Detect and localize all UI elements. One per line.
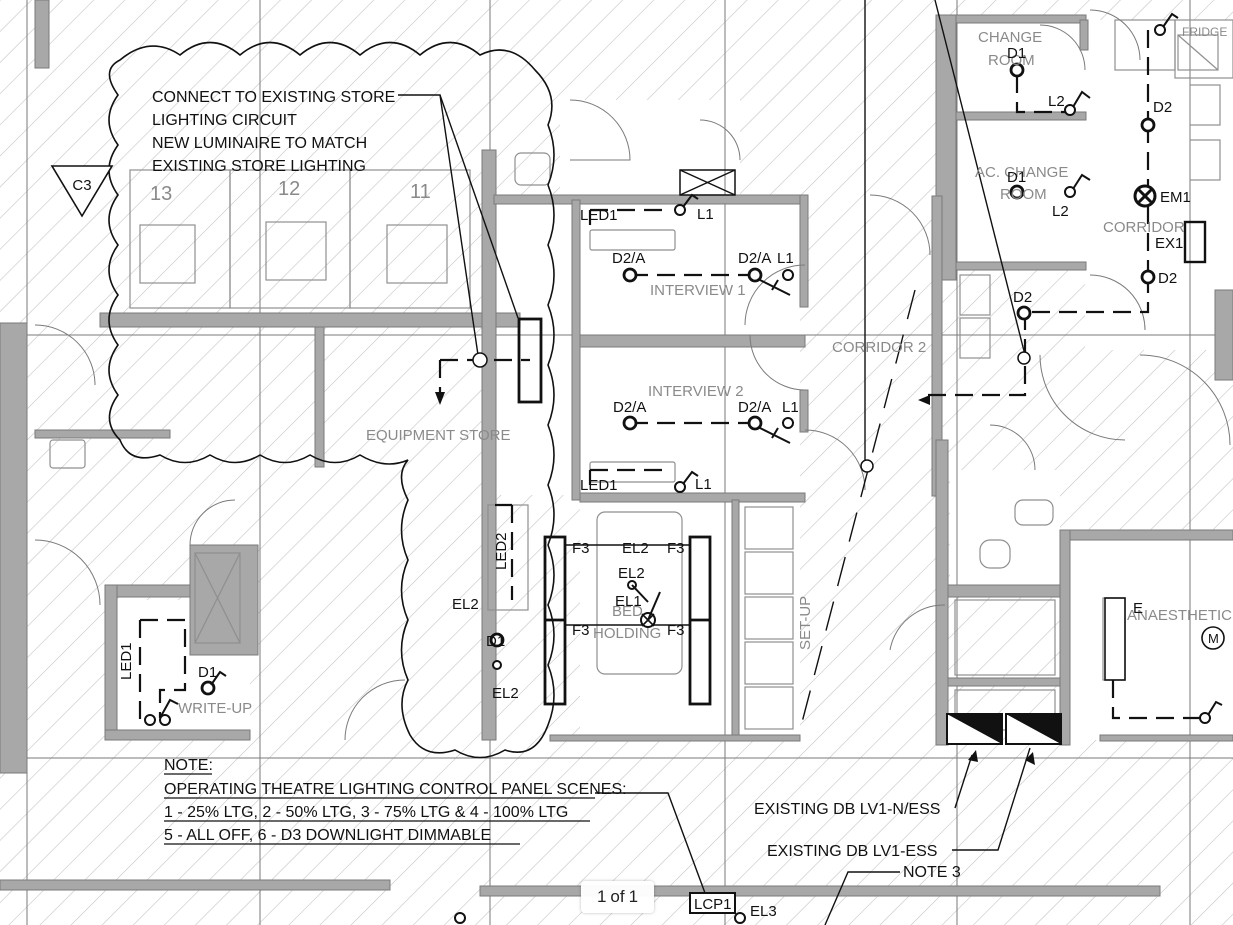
tag-f3-bl: F3 (572, 622, 590, 639)
tag-d2-corridor: D2 (1153, 99, 1172, 116)
cloud-note-line-4: EXISTING STORE LIGHTING (152, 158, 366, 175)
tag-lcp1: LCP1 (694, 896, 732, 913)
tag-el2-bottom: EL2 (492, 685, 519, 702)
note-line-2: 1 - 25% LTG, 2 - 50% LTG, 3 - 75% LTG & … (164, 804, 568, 821)
page-total: 1 (628, 887, 639, 906)
distribution-boards (946, 713, 1062, 745)
switch-ticks (159, 12, 1223, 719)
room-label-corridor: CORRIDOR (1103, 219, 1185, 236)
section-tag: C3 (50, 165, 114, 218)
note-line-3: 5 - ALL OFF, 6 - D3 DOWNLIGHT DIMMABLE (164, 827, 491, 844)
tag-e: E (1133, 600, 1143, 617)
room-outlines (49, 19, 1233, 731)
note-underlines (164, 773, 595, 845)
room-label-ac-change-2: ROOM (1000, 186, 1047, 203)
page-indicator[interactable]: 1 of 1 (581, 881, 654, 913)
tag-el2-left: EL2 (452, 596, 479, 613)
tag-f3-tr: F3 (667, 540, 685, 557)
doors (34, 9, 1231, 741)
room-labels: CHANGE ROOM AC. CHANGE ROOM CORRIDOR COR… (178, 25, 1232, 717)
cloud-note-line-2: LIGHTING CIRCUIT (152, 112, 297, 129)
tag-led1-write-up: LED1 (118, 642, 135, 680)
tag-el2-top: EL2 (622, 540, 649, 557)
tag-l1-2: L1 (782, 399, 799, 416)
room-label-ac-change-1: AC. CHANGE (975, 164, 1068, 181)
bay-numbers: 13 12 11 (150, 178, 431, 205)
section-tag-label: C3 (72, 177, 91, 194)
tag-d1-ac: D1 (1007, 169, 1026, 186)
tag-d2-lower: D2 (1158, 270, 1177, 287)
page-separator: of (610, 887, 625, 906)
tag-d2-corridor-2: D2 (1013, 289, 1032, 306)
tag-f3-br: F3 (667, 622, 685, 639)
note-line-1: OPERATING THEATRE LIGHTING CONTROL PANEL… (164, 781, 627, 798)
tag-d2a-1b: D2/A (738, 250, 771, 267)
tag-led1-interview-1: LED1 (580, 207, 618, 224)
luminaire-fittings (517, 220, 1207, 706)
room-label-bed-holding-2: HOLDING (593, 625, 661, 642)
room-label-anaesthetic: ANAESTHETIC (1127, 607, 1232, 624)
tag-m: M (1208, 631, 1219, 646)
tag-led2: LED2 (493, 532, 510, 570)
tag-l1-interview-2: L1 (695, 476, 712, 493)
tag-em1: EM1 (1160, 189, 1191, 206)
fixture-tags: D1 L2 D2 D1 L2 EM1 EX1 D2 D2 LED1 L1 D2/… (118, 45, 1219, 920)
note-block: NOTE: OPERATING THEATRE LIGHTING CONTROL… (164, 757, 627, 844)
room-label-write-up: WRITE-UP (178, 700, 252, 717)
bay-number-13: 13 (150, 183, 172, 205)
cloud-note: CONNECT TO EXISTING STORE LIGHTING CIRCU… (152, 89, 395, 175)
tag-d1-holding: D1 (486, 633, 505, 650)
tag-el2-mid: EL2 (618, 565, 645, 582)
tag-d2a-2b: D2/A (738, 399, 771, 416)
tag-f3-tl: F3 (572, 540, 590, 557)
revision-cloud (108, 41, 555, 759)
note-title: NOTE: (164, 757, 213, 774)
room-label-interview-1: INTERVIEW 1 (650, 282, 746, 299)
cloud-note-line-1: CONNECT TO EXISTING STORE (152, 89, 395, 106)
bay-number-12: 12 (278, 178, 300, 200)
tag-led1-interview-2: LED1 (580, 477, 618, 494)
tag-d1-change: D1 (1007, 45, 1026, 62)
room-label-change-room-2: ROOM (988, 52, 1035, 69)
cloud-note-line-3: NEW LUMINAIRE TO MATCH (152, 135, 367, 152)
tag-el1: EL1 (615, 593, 642, 610)
room-label-bed-holding-1: BED (612, 603, 643, 620)
bay-number-11: 11 (410, 181, 431, 203)
callout-db-ess: EXISTING DB LV1-ESS (767, 843, 937, 860)
walls (0, 0, 1233, 897)
tag-l2-change: L2 (1048, 93, 1065, 110)
room-label-corridor-2: CORRIDOR 2 (832, 339, 926, 356)
room-label-set-up: SET-UP (797, 596, 814, 650)
tag-l1-1: L1 (777, 250, 794, 267)
arrow-heads (435, 392, 1035, 765)
room-label-equipment-store: EQUIPMENT STORE (366, 427, 510, 444)
page-current: 1 (596, 887, 607, 906)
tag-el3: EL3 (750, 903, 777, 920)
tag-l1-interview-1: L1 (697, 206, 714, 223)
room-label-interview-2: INTERVIEW 2 (648, 383, 744, 400)
tag-l2-ac: L2 (1052, 203, 1069, 220)
room-label-fridge: FRIDGE (1182, 25, 1227, 39)
tag-d2a-1a: D2/A (612, 250, 645, 267)
lcp-box (689, 892, 736, 914)
tag-ex1: EX1 (1155, 235, 1183, 252)
callout-db-n-ess: EXISTING DB LV1-N/ESS (754, 801, 940, 818)
tag-d2a-2a: D2/A (613, 399, 646, 416)
callout-note-3: NOTE 3 (903, 864, 961, 881)
tag-d1-write-up: D1 (198, 664, 217, 681)
callouts: EXISTING DB LV1-N/ESS EXISTING DB LV1-ES… (754, 801, 961, 881)
leader-lines (398, 0, 1031, 925)
room-label-change-room-1: CHANGE (978, 29, 1042, 46)
